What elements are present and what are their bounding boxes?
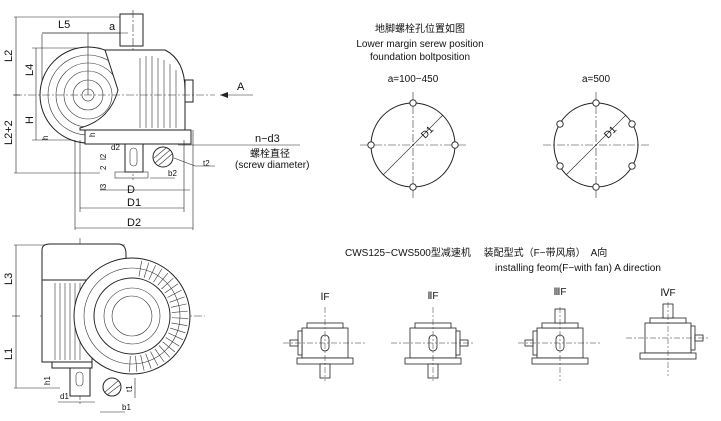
dim-label-h: h (41, 136, 50, 140)
mounting-form-label-3: ⅢF (553, 287, 566, 298)
wheel-rib (162, 341, 176, 353)
dim-label-l3: l3 (99, 183, 108, 190)
dim-label-L5: L5 (58, 19, 70, 31)
dim-label-b1: b1 (122, 403, 131, 412)
mounting-form-2 (391, 307, 475, 381)
wheel-rib (157, 272, 169, 286)
wheel-rib (135, 355, 138, 372)
bolt-diameter-label-2: D1 (602, 124, 619, 141)
bolt-layout-label-2: a=500 (582, 74, 611, 85)
wheel-rib (171, 310, 188, 313)
mounting-form-3 (518, 307, 602, 381)
wheel-rib (143, 262, 150, 278)
mounting-title-cn: CWS125~CWS500型减速机 装配型式（F−带风扇） A向 (345, 246, 607, 259)
dim-label-D: D (127, 184, 135, 196)
dim-label-d2: d2 (111, 143, 120, 152)
bolt-position-title-en-2: foundation boltposition (370, 52, 470, 63)
dim-label-D1: D1 (127, 197, 141, 209)
wheel-rib (140, 354, 145, 371)
dim-label-t1: t1 (125, 385, 134, 392)
direction-label-A: A (237, 81, 245, 93)
dim-label-D2: D2 (127, 217, 141, 229)
wheel-rib (164, 283, 179, 294)
wheel-rib (170, 327, 186, 334)
front-view-drawing (12, 238, 205, 413)
dim-label-h-small: h (88, 133, 97, 137)
wheel-rib (171, 322, 188, 327)
wheel-rib (154, 348, 165, 363)
dim-label-b2: b2 (168, 169, 177, 178)
wheel-rib (145, 353, 152, 369)
wheel-rib (161, 277, 174, 290)
screw-diameter-cn: 螺栓直径 (250, 147, 290, 160)
dim-label-2: 2 (99, 165, 108, 170)
bolt-diameter-label-1: D1 (419, 124, 436, 141)
wheel-rib (138, 260, 143, 277)
dim-label-L2: L2 (3, 50, 15, 62)
wheel-rib (170, 303, 187, 308)
mounting-title-en: installing feom(F−with fan) A direction (495, 263, 661, 274)
mounting-form-4 (626, 302, 710, 376)
mounting-form-label-1: ⅠF (320, 292, 329, 303)
dim-label-a: a (109, 21, 116, 33)
wheel-rib (158, 345, 171, 358)
bolt-position-title-en-1: Lower margin serew position (356, 39, 483, 50)
wheel-rib (153, 268, 163, 283)
dim-label-d1: d1 (60, 392, 69, 401)
dim-label-t2: t2 (203, 159, 210, 168)
wheel-rib (171, 317, 188, 319)
wheel-rib (169, 296, 185, 303)
dim-label-L3: L3 (3, 273, 15, 285)
bolt-layout-6-holes (543, 92, 649, 198)
mounting-form-label-4: ⅣF (660, 288, 675, 299)
wheel-rib (150, 351, 159, 366)
bolt-layout-label-1: a=100−450 (388, 74, 439, 85)
dim-label-L1: L1 (3, 348, 15, 360)
wheel-rib (148, 265, 156, 280)
dim-label-L2-2: L2+2 (3, 120, 15, 145)
dim-label-l2: l2 (99, 153, 108, 160)
screw-diameter-en: (screw diameter) (235, 160, 309, 171)
bolt-position-title-cn: 地脚螺栓孔位置如图 (375, 22, 465, 35)
mounting-form-label-2: ⅡF (427, 291, 438, 302)
wheel-rib (167, 289, 182, 298)
dim-label-L4: L4 (24, 64, 36, 76)
mounting-form-1 (283, 307, 367, 381)
wheel-rib (165, 337, 180, 347)
bolt-layout-4-holes (360, 92, 466, 198)
dim-label-H: H (24, 116, 36, 124)
side-view-drawing (13, 10, 300, 230)
dim-label-n-d3: n−d3 (255, 133, 280, 145)
wheel-rib (129, 355, 131, 372)
wheel-rib (168, 332, 183, 340)
dim-label-h1: h1 (43, 376, 52, 385)
